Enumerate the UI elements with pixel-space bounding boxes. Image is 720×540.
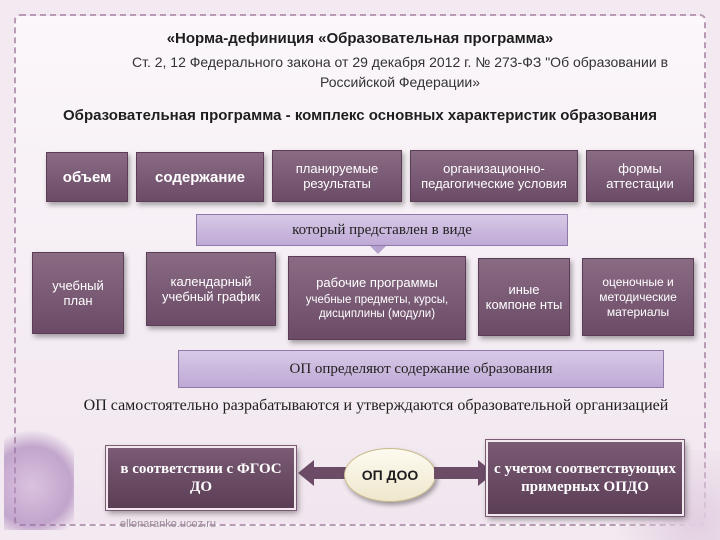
law-reference: Ст. 2, 12 Федерального закона от 29 дека…: [131, 54, 669, 90]
fgos-compliance-box: в соответствии с ФГОС ДО: [105, 445, 297, 511]
represented-as-bar: который представлен в виде: [196, 214, 568, 246]
characteristic-planned-results: планируемые результаты: [272, 150, 402, 202]
component-calendar: календарный учебный график: [146, 252, 276, 326]
component-other: иные компоне нты: [478, 258, 570, 336]
component-work-programs: рабочие программы учебные предметы, курс…: [288, 256, 466, 340]
component-curriculum: учебный план: [32, 252, 124, 334]
site-watermark: ellonaranko.ucoz.ru: [120, 518, 217, 530]
op-defines-content-bar: ОП определяют содержание образования: [178, 350, 664, 388]
exemplary-programs-box: с учетом соответствующих примерных ОПДО: [485, 439, 685, 517]
decorative-bottle-image: [4, 420, 74, 530]
characteristic-attestation: формы аттестации: [586, 150, 694, 202]
op-developed-statement: ОП самостоятельно разрабатываются и утве…: [83, 397, 669, 414]
slide-title: «Норма-дефиниция «Образовательная програ…: [166, 30, 554, 47]
characteristic-content: содержание: [136, 152, 264, 202]
double-arrow-right-icon: [434, 460, 494, 486]
down-arrow-icon: [370, 246, 386, 254]
component-assessment-materials: оценочные и методические материалы: [582, 258, 694, 336]
op-doo-oval: ОП ДОО: [344, 448, 436, 502]
definition-heading: Образовательная программа - комплекс осн…: [63, 107, 657, 124]
double-arrow-left-icon: [298, 460, 358, 486]
characteristic-conditions: организационно-педагогические условия: [410, 150, 578, 202]
characteristic-volume: объем: [46, 152, 128, 202]
